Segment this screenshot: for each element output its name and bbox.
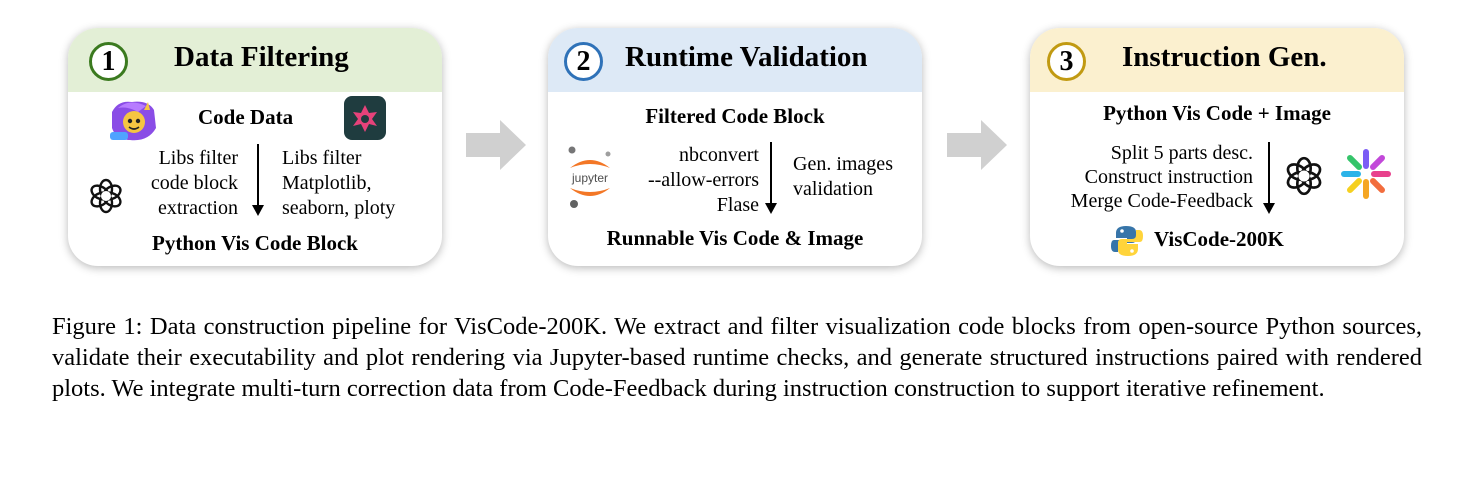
libs-filter-line-3: seaborn, ploty [282,197,396,219]
instruction-step-line-3: Merge Code-Feedback [1070,190,1253,212]
python-logo-icon [1111,226,1143,256]
stage-header [68,28,442,92]
down-arrow [252,144,264,216]
stage-header [1030,28,1404,92]
stage-input-label: Python Vis Code + Image [1103,101,1331,125]
flow-arrow-right [466,120,526,170]
stage-data-filtering: 1 Data Filtering Code Data Libs filter c… [68,28,442,266]
jupyter-logo-icon: jupyter [568,146,611,208]
filter-step-line-3: extraction [158,197,238,219]
runtime-step-line-2: --allow-errors [647,169,759,191]
libs-filter-line-2: Matplotlib, [282,172,372,194]
validation-line-2: validation [793,178,873,200]
stage-number: 1 [89,42,128,81]
figure-caption: Figure 1: Data construction pipeline for… [52,313,1422,402]
stage-number: 2 [564,42,603,81]
stage-instruction-gen: 3 Instruction Gen. Python Vis Code + Ima… [1030,28,1404,266]
down-arrow [765,142,777,214]
stage-header [548,28,922,92]
stage-output-label: Runnable Vis Code & Image [606,226,864,250]
jupyter-label: jupyter [571,171,608,185]
stage-output-label: Python Vis Code Block [152,231,358,255]
code-data-label: Code Data [198,105,294,129]
instruction-step-line-2: Construct instruction [1084,166,1253,188]
qwen-logo-icon [1341,149,1391,199]
filter-step-line-2: code block [150,172,238,194]
kaggle-logo-icon [344,96,386,140]
openai-logo-icon [1286,156,1322,196]
dataset-name-label: VisCode-200K [1154,227,1284,251]
libs-filter-line-1: Libs filter [282,147,362,169]
stage-number: 3 [1047,42,1086,81]
instruction-step-line-1: Split 5 parts desc. [1110,142,1253,164]
stage-title: Runtime Validation [625,41,868,73]
validation-line-1: Gen. images [793,153,893,175]
flow-arrow-right [947,120,1007,170]
down-arrow [1263,142,1275,214]
filter-step-line-1: Libs filter [158,147,238,169]
runtime-step-line-3: Flase [716,194,759,216]
stage-title: Data Filtering [174,41,349,73]
stack-code-data-icon [110,101,156,141]
runtime-step-line-1: nbconvert [679,144,759,166]
stage-title: Instruction Gen. [1122,41,1327,73]
stage-input-label: Filtered Code Block [645,104,825,128]
openai-logo-icon [90,178,122,214]
stage-runtime-validation: 2 Runtime Validation Filtered Code Block… [548,28,922,266]
